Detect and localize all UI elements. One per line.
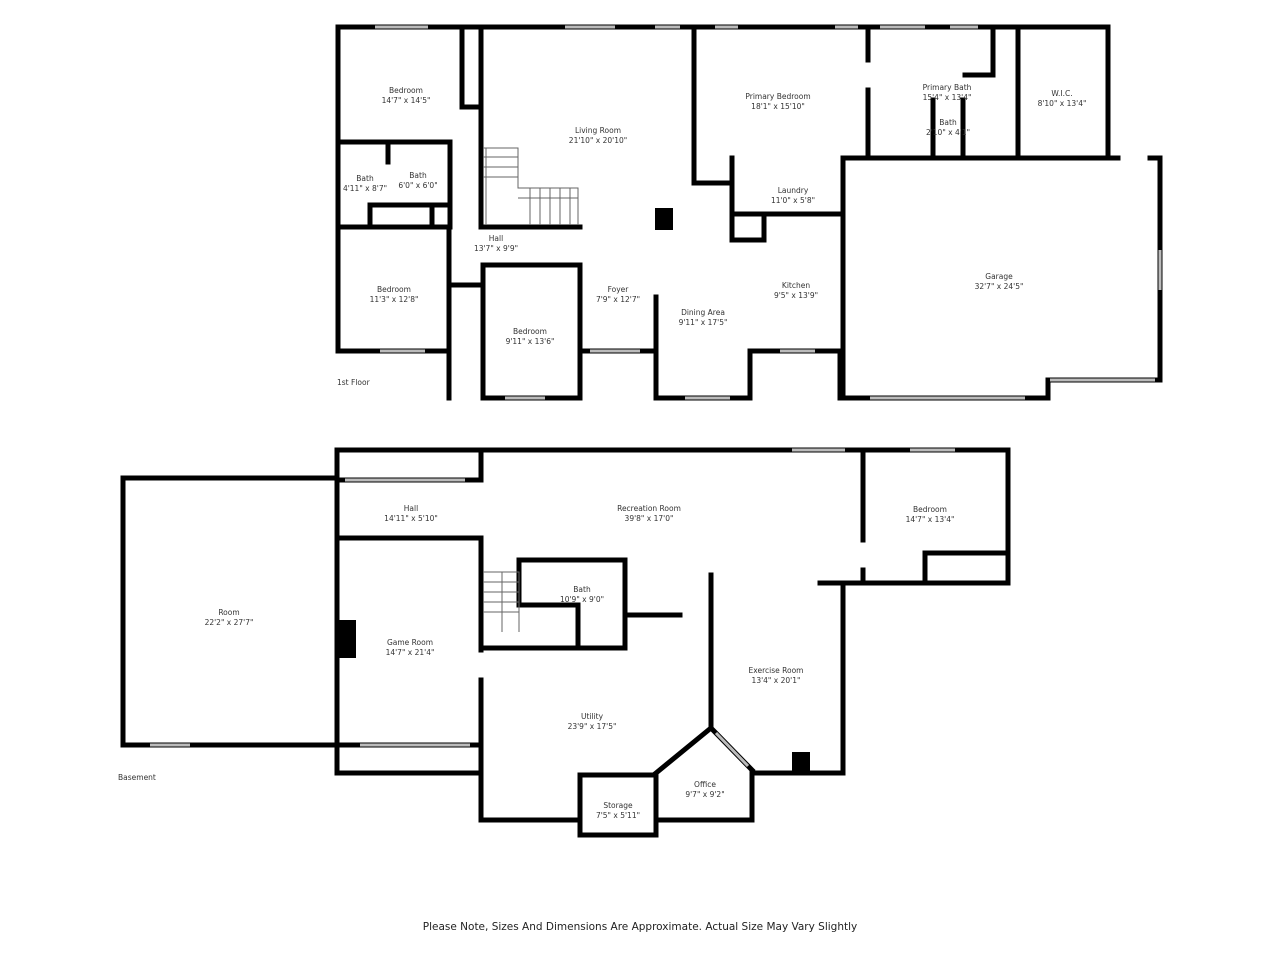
- basement-walls: [120, 447, 1011, 838]
- stairs: [483, 147, 579, 632]
- disclaimer: Please Note, Sizes And Dimensions Are Ap…: [422, 921, 858, 933]
- floor-label: 1st Floor: [337, 378, 370, 387]
- floor-label: Basement: [118, 773, 156, 782]
- first-floor-walls: [335, 24, 1163, 401]
- room-label: W.I.C.8'10" x 13'4": [1037, 89, 1087, 108]
